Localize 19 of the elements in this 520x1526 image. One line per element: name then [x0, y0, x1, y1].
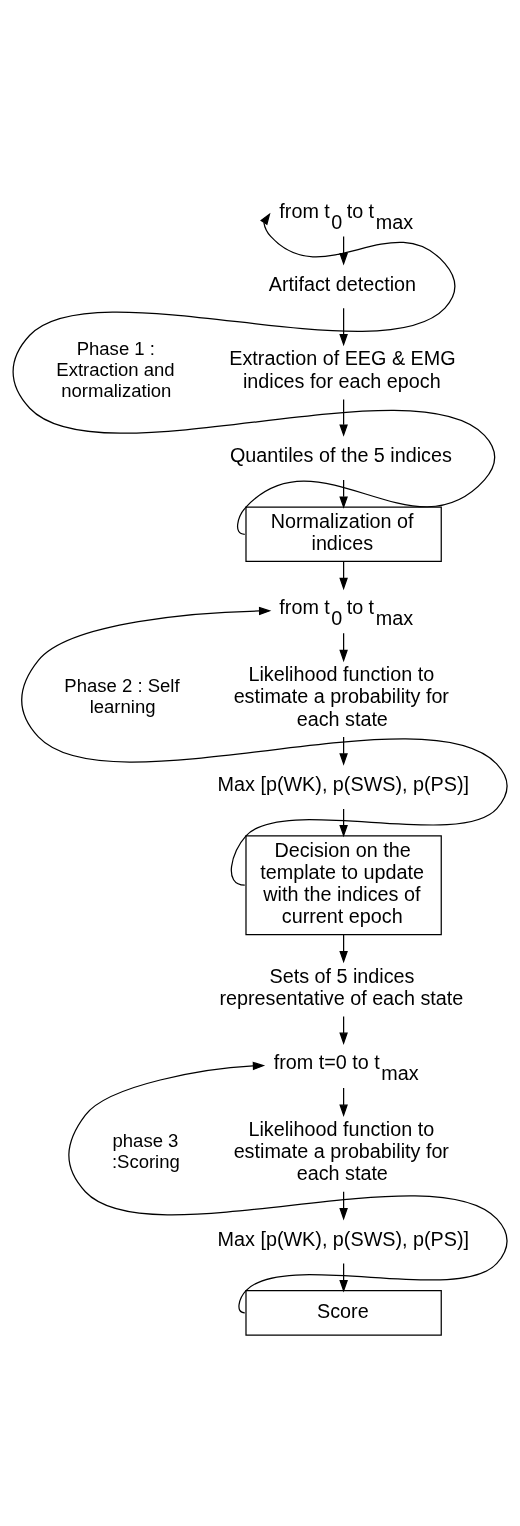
label: Phase 1 : Extraction and normalization [56, 337, 175, 401]
node-text: Max [p(WK), p(SWS), p(PS)] [217, 1227, 470, 1250]
node-text: Sets of 5 indices representative of each state [219, 964, 464, 1009]
node-text: Quantiles of the 5 indices [229, 443, 452, 466]
node-text: Extraction of EEG & EMG indices for each epoch [229, 346, 456, 392]
node-box: Score [245, 1289, 442, 1336]
node-text: Artifact detection [268, 272, 417, 295]
label: phase 3 :Scoring [111, 1129, 180, 1172]
arrow [339, 398, 348, 437]
arrow [12, 212, 496, 535]
node-box: Normalization of indices [245, 505, 442, 562]
node-text: Likelihood function to estimate a probability for each state [233, 662, 449, 730]
label: Phase 2 : Self learning [64, 674, 180, 717]
arrow [339, 307, 348, 346]
node-text: Likelihood function to estimate a probability for each state [233, 1117, 449, 1184]
arrow [20, 606, 508, 886]
arrow [68, 1061, 508, 1313]
node-box: Decision on the template to update with the indices of current epoch [245, 834, 442, 935]
node-text: Max [p(WK), p(SWS), p(PS)] [217, 772, 470, 795]
